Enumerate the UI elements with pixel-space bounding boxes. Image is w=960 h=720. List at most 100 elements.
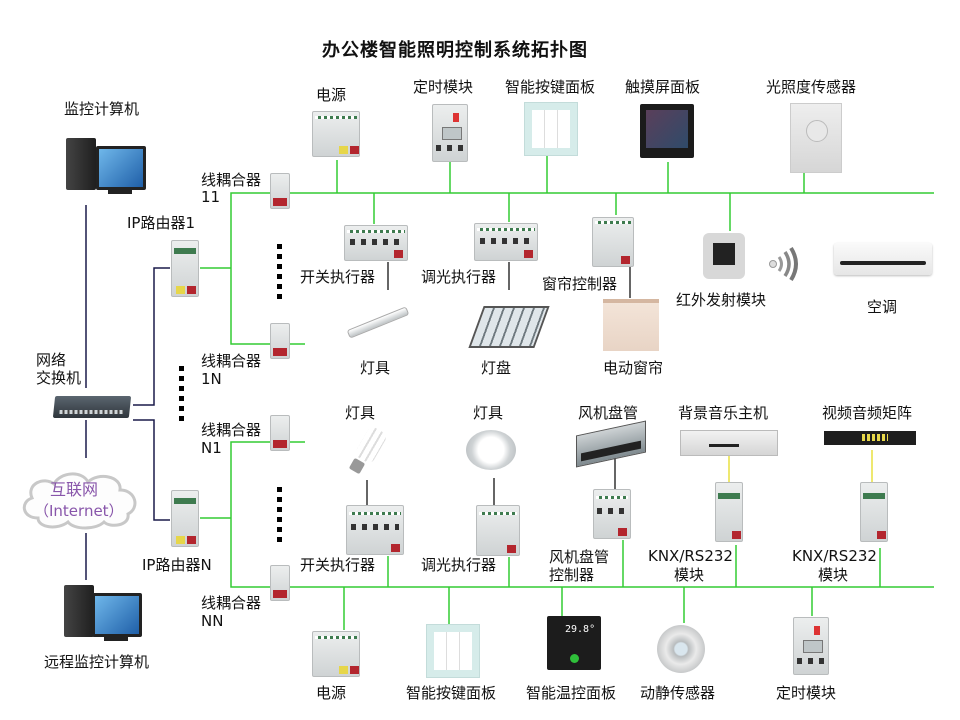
switch-actuator-n-label: 开关执行器 [300,556,376,574]
switch-label-1: 网络 [36,351,67,369]
curtain-controller-label: 窗帘控制器 [542,275,618,293]
touch-screen-panel[interactable] [640,104,694,158]
coupler-nn-id: NN [201,612,224,630]
switch-label-2: 交换机 [36,369,82,387]
knx-rs232-1-label-1: KNX/RS232 [648,547,733,565]
monitor-pc-label: 监控计算机 [64,100,140,118]
internet-label-1: 互联网 [50,480,99,499]
lamp-panel-label: 灯盘 [481,359,512,377]
smart-key-panel-top[interactable] [524,102,578,156]
coupler-11-id: 11 [201,188,221,206]
rs232-links [728,450,873,482]
timer-module-bottom[interactable] [793,617,829,675]
coupler-1n-label: 线耦合器 [201,352,262,370]
motion-sensor-label: 动静传感器 [640,684,716,702]
fan-coil-ctrl-label-2: 控制器 [549,566,595,584]
av-matrix-label: 视频音频矩阵 [822,404,913,422]
pc-monitor-icon [92,593,142,637]
air-conditioner-label: 空调 [867,298,898,316]
timer-module-top-label: 定时模块 [413,78,474,96]
thermostat-label: 智能温控面板 [526,684,617,702]
dimming-actuator-top-label: 调光执行器 [421,268,497,286]
line-coupler-1n[interactable] [270,323,290,359]
link-switch-router1 [133,267,170,406]
pc-tower-icon [64,585,94,637]
key-buttons [434,632,472,670]
cfl-bulb[interactable] [347,425,389,475]
internet-label-2: （Internet） [34,502,124,520]
pc-tower-icon [66,138,96,190]
sensor-lens-icon [806,120,828,142]
diagram-title: 办公楼智能照明控制系统拓扑图 [322,40,588,61]
ellipsis-vertical-2 [179,366,184,426]
coupler-nn-label: 线耦合器 [201,594,262,612]
wireless-signal-icon [769,246,798,282]
ip-router-n[interactable] [171,490,199,547]
ip-router-n-label: IP路由器N [142,556,212,574]
smart-key-panel-top-label: 智能按键面板 [505,78,596,96]
knx-rs232-module-1[interactable] [715,482,743,542]
power-supply-top-label: 电源 [316,86,347,104]
internet-cloud-icon [22,472,137,530]
knx-rs232-2-label-1: KNX/RS232 [792,547,877,565]
touch-screen-display [646,110,688,148]
motion-sensor[interactable] [657,625,705,673]
power-supply-bottom[interactable] [312,631,360,677]
ellipsis-vertical-1 [277,244,282,304]
network-switch[interactable] [52,396,132,418]
air-conditioner[interactable] [834,243,932,275]
downlight[interactable] [466,430,516,470]
motorized-curtain-label: 电动窗帘 [603,359,664,377]
dimming-actuator-n[interactable] [476,505,520,556]
switch-actuator-top[interactable] [344,225,408,261]
line-coupler-11[interactable] [270,173,290,209]
knx-rs232-module-2[interactable] [860,482,888,542]
smart-thermostat-panel[interactable]: 29.8° [547,616,601,670]
fan-coil-label: 风机盘管 [578,404,639,422]
ir-transmitter-module[interactable] [703,233,745,279]
av-matrix[interactable] [824,431,916,445]
power-button-icon [570,654,579,663]
coupler-11-label: 线耦合器 [201,171,262,189]
curtain-controller[interactable] [592,217,634,267]
timer-module-top[interactable] [432,104,468,162]
fan-coil-controller[interactable] [593,489,631,539]
coupler-n1-label: 线耦合器 [201,421,262,439]
lcd-display [803,640,823,653]
load-links [366,262,631,505]
bgm-host-label: 背景音乐主机 [678,404,769,422]
power-supply-top[interactable] [312,111,360,157]
power-supply-bottom-label: 电源 [316,684,347,702]
fan-coil-ctrl-label-1: 风机盘管 [549,548,610,566]
switch-actuator-n[interactable] [346,505,404,555]
key-buttons [532,110,570,148]
switch-actuator-top-label: 开关执行器 [300,268,376,286]
touch-panel-label: 触摸屏面板 [625,78,701,96]
thermostat-temperature: 29.8° [565,624,596,635]
ir-module-label: 红外发射模块 [676,291,767,309]
remote-pc[interactable] [64,585,144,647]
smart-key-panel-bottom[interactable] [426,624,480,678]
motorized-curtain[interactable] [603,299,659,351]
line-coupler-nn[interactable] [270,565,290,601]
lcd-display [442,127,462,140]
pc-monitor-icon [96,146,146,190]
coupler-n1-id: N1 [201,439,222,457]
line-coupler-n1[interactable] [270,415,290,451]
lamp-n1-2-label: 灯具 [473,404,504,422]
lamp-top-label: 灯具 [360,359,391,377]
ip-router-1[interactable] [171,240,199,297]
switch-ports [59,410,124,414]
smart-key-panel-bottom-label: 智能按键面板 [406,684,497,702]
light-sensor[interactable] [790,103,842,173]
dimming-actuator-n-label: 调光执行器 [421,556,497,574]
timer-module-bottom-label: 定时模块 [776,684,837,702]
knx-rs232-1-label-2: 模块 [674,566,705,584]
ip-router-1-label: IP路由器1 [127,214,196,232]
dimming-actuator-top[interactable] [474,223,538,261]
ip-network-links [85,205,170,580]
background-music-host[interactable] [680,430,778,456]
monitor-pc[interactable] [66,132,146,202]
link-switch-routerN [133,419,170,521]
